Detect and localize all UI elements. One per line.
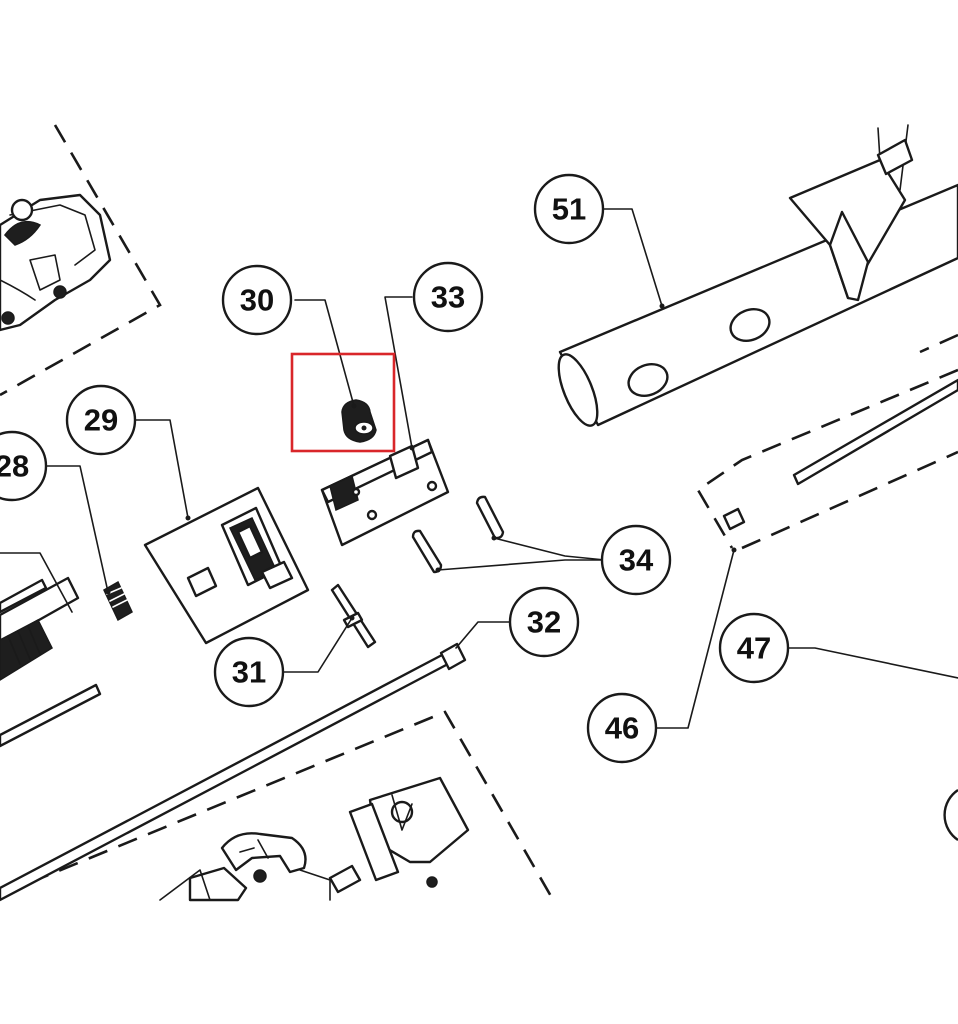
leader-34b bbox=[437, 559, 606, 571]
dashed-assembly-outlines bbox=[0, 124, 958, 899]
leader-34a bbox=[493, 537, 606, 561]
part-33-bracket bbox=[320, 438, 450, 547]
callout-32: 32 bbox=[508, 586, 580, 658]
leader-47 bbox=[786, 647, 958, 679]
leader-28 bbox=[45, 465, 109, 593]
part-46-clip bbox=[722, 507, 746, 531]
callout-28: 28 bbox=[0, 430, 48, 502]
leader-29 bbox=[129, 419, 189, 519]
part-30-bushing bbox=[341, 399, 377, 443]
callout-30-label: 30 bbox=[240, 283, 274, 318]
part-32-rod bbox=[0, 642, 467, 902]
callout-51: 51 bbox=[533, 173, 605, 245]
callout-28-label: 28 bbox=[0, 449, 29, 484]
bottom-assembly bbox=[159, 776, 470, 902]
part-47-rod bbox=[792, 378, 958, 486]
callout-30: 30 bbox=[221, 264, 293, 336]
callouts: 28 29 30 31 32 33 34 46 bbox=[0, 173, 958, 841]
callout-47: 47 bbox=[718, 612, 790, 684]
leader-33 bbox=[384, 296, 413, 449]
leader-46 bbox=[653, 549, 735, 729]
callout-29: 29 bbox=[65, 384, 137, 456]
leader-28b bbox=[0, 552, 73, 613]
part-51-tube bbox=[557, 124, 958, 427]
part-34-pins bbox=[411, 495, 505, 574]
callout-46-label: 46 bbox=[605, 711, 639, 746]
part-29-plate bbox=[143, 486, 310, 645]
leader-51 bbox=[599, 208, 663, 307]
callout-32-label: 32 bbox=[527, 605, 561, 640]
leader-lines bbox=[0, 208, 958, 729]
leader-32 bbox=[455, 621, 514, 649]
leader-30 bbox=[294, 299, 355, 407]
partial-callout-edge bbox=[943, 789, 958, 841]
callout-34-label: 34 bbox=[619, 543, 654, 578]
callout-33-label: 33 bbox=[431, 280, 465, 315]
top-left-assembly bbox=[0, 193, 112, 332]
callout-51-label: 51 bbox=[552, 192, 586, 227]
highlight-box bbox=[290, 352, 396, 453]
callout-33: 33 bbox=[412, 261, 484, 333]
callout-29-label: 29 bbox=[84, 403, 118, 438]
part-28-spring-assembly bbox=[0, 576, 133, 748]
callout-47-label: 47 bbox=[737, 631, 771, 666]
callout-31: 31 bbox=[213, 636, 285, 708]
callout-46: 46 bbox=[586, 692, 658, 764]
callout-34: 34 bbox=[600, 524, 672, 596]
callout-31-label: 31 bbox=[232, 655, 266, 690]
leader-31 bbox=[279, 617, 353, 673]
